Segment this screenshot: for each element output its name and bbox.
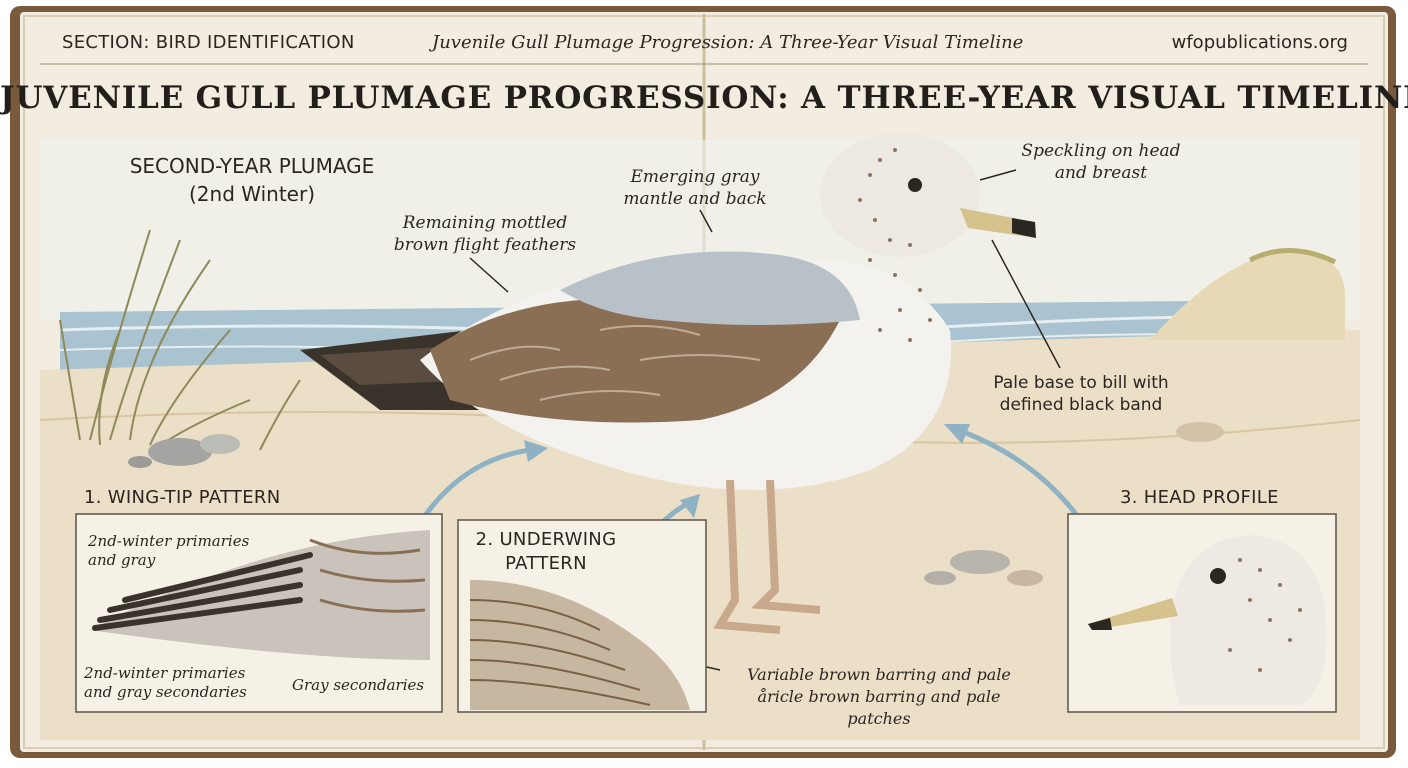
head-profile-drawing [1088,535,1327,705]
arrow-heads [524,424,970,518]
section-title-line1: SECOND-YEAR PLUMAGE [129,154,375,178]
callout-speckling: Speckling on head and breast [1021,141,1181,183]
callout-remaining-mottled: Remaining mottled brown flight feathers [393,213,577,255]
wing-tip-label-top: 2nd-winter primaries and gray [88,532,250,569]
callout-pale-base-bill: Pale base to bill with defined black ban… [993,373,1169,415]
page-title: JUVENILE GULL PLUMAGE PROGRESSION: A THR… [0,80,1408,116]
dune-grass [1248,248,1337,265]
beach-grass [59,229,301,451]
stone [128,456,152,468]
stone [1007,570,1043,586]
stone [924,571,956,585]
wing-tip-label-bottom: 2nd-winter primaries and gray secondarie… [84,664,247,701]
running-title: Juvenile Gull Plumage Progression: A Thr… [432,32,1024,53]
wing-tip-label-right: Gray secondaries [292,676,425,694]
section-title: SECOND-YEAR PLUMAGE (2nd Winter) [102,152,402,208]
callout-emerging-gray: Emerging gray mantle and back [623,167,767,209]
dune [1150,250,1345,340]
wing-tip-title: 1. WING-TIP PATTERN [84,487,281,508]
underwing-drawing [469,580,690,710]
underwing-caption: Variable brown barring and pale åricle b… [747,665,1011,728]
head-profile-title: 3. HEAD PROFILE [1120,487,1279,508]
stone [200,434,240,454]
gull-illustration [300,133,1036,634]
website-link[interactable]: wfopublications.org [1171,32,1348,53]
stone [950,550,1010,574]
wing-tip-drawing [90,530,430,660]
section-label: SECTION: BIRD IDENTIFICATION [62,32,355,53]
stone [148,438,212,466]
section-title-line2: (2nd Winter) [189,182,315,206]
underwing-title: 2. UNDERWING PATTERN [475,529,617,574]
stone [1176,422,1224,442]
